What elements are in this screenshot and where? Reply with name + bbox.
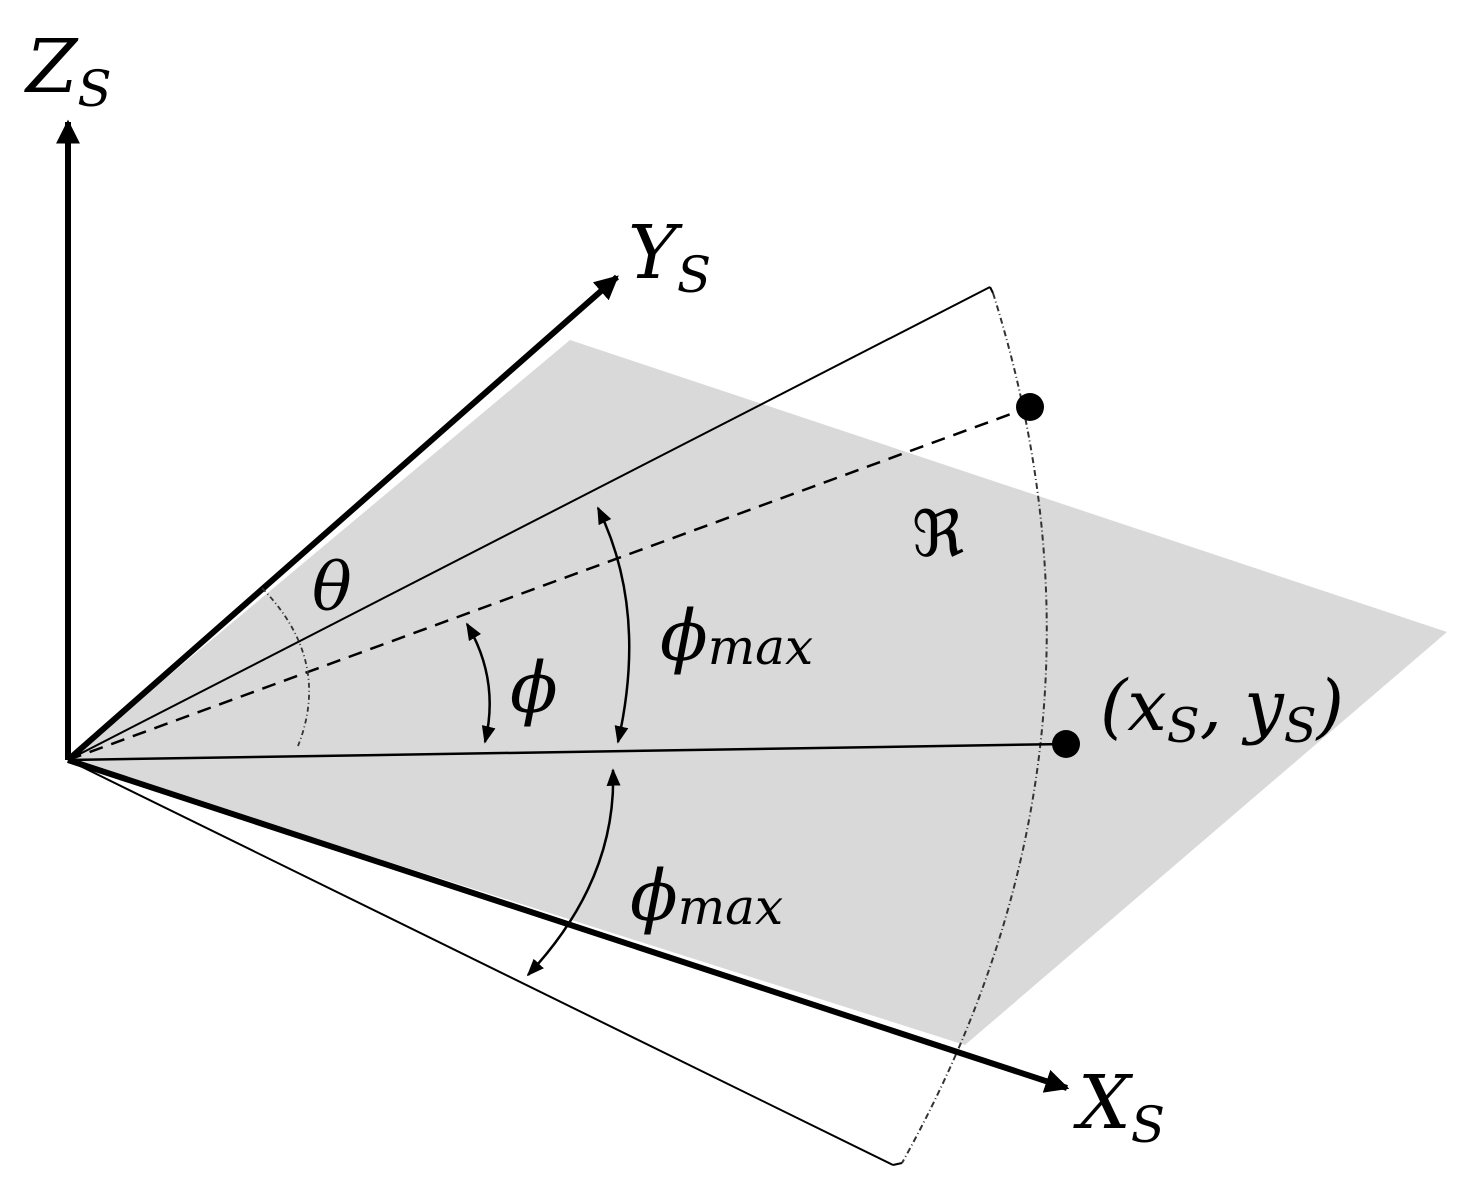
range-arc [901, 292, 1048, 1164]
sector-lower-cap [892, 1162, 903, 1166]
y-axis-letter: Y [628, 210, 683, 296]
point-sep: , y [1200, 665, 1286, 747]
sector-upper-edge [67, 286, 991, 761]
y-axis-label: YS [628, 210, 711, 304]
z-axis-letter: Z [24, 24, 79, 110]
phi-label: ϕ [510, 647, 558, 729]
phi-max-lower-label: ϕmax [630, 855, 783, 937]
phi-max-upper-symbol: ϕ [660, 595, 708, 677]
point-coordinate-label: (xS, yS) [1100, 665, 1344, 754]
phi-max-lower-arc [526, 768, 621, 977]
target-ray [67, 405, 1031, 762]
target-point [1016, 393, 1044, 421]
phi-max-lower-symbol: ϕ [630, 855, 678, 937]
sector-upper-cap [989, 286, 994, 294]
boresight-line [67, 742, 1067, 762]
theta-arc [261, 587, 310, 747]
point-sub-y: S [1284, 698, 1317, 754]
point-open: (x [1100, 665, 1167, 747]
z-axis-label: ZS [24, 24, 112, 118]
x-axis-subscript: S [1131, 1096, 1165, 1154]
point-sub-x: S [1167, 698, 1200, 754]
xy-point [1052, 730, 1080, 758]
ground-plane [68, 340, 1447, 1045]
theta-label: θ [312, 549, 352, 626]
phi-max-upper-arc [596, 506, 631, 744]
y-axis [66, 274, 619, 763]
range-label: ℜ [912, 498, 964, 572]
x-axis-label: XS [1073, 1060, 1165, 1154]
x-axis-letter: X [1073, 1060, 1134, 1146]
sector-lower-edge [67, 759, 894, 1166]
phi-max-lower-subscript: max [678, 878, 783, 936]
phi-max-upper-subscript: max [708, 618, 813, 676]
y-axis-subscript: S [677, 246, 711, 304]
phi-arc [465, 622, 496, 744]
z-axis-subscript: S [77, 60, 111, 118]
phi-max-upper-label: ϕmax [660, 595, 813, 677]
point-close: ) [1315, 665, 1344, 747]
